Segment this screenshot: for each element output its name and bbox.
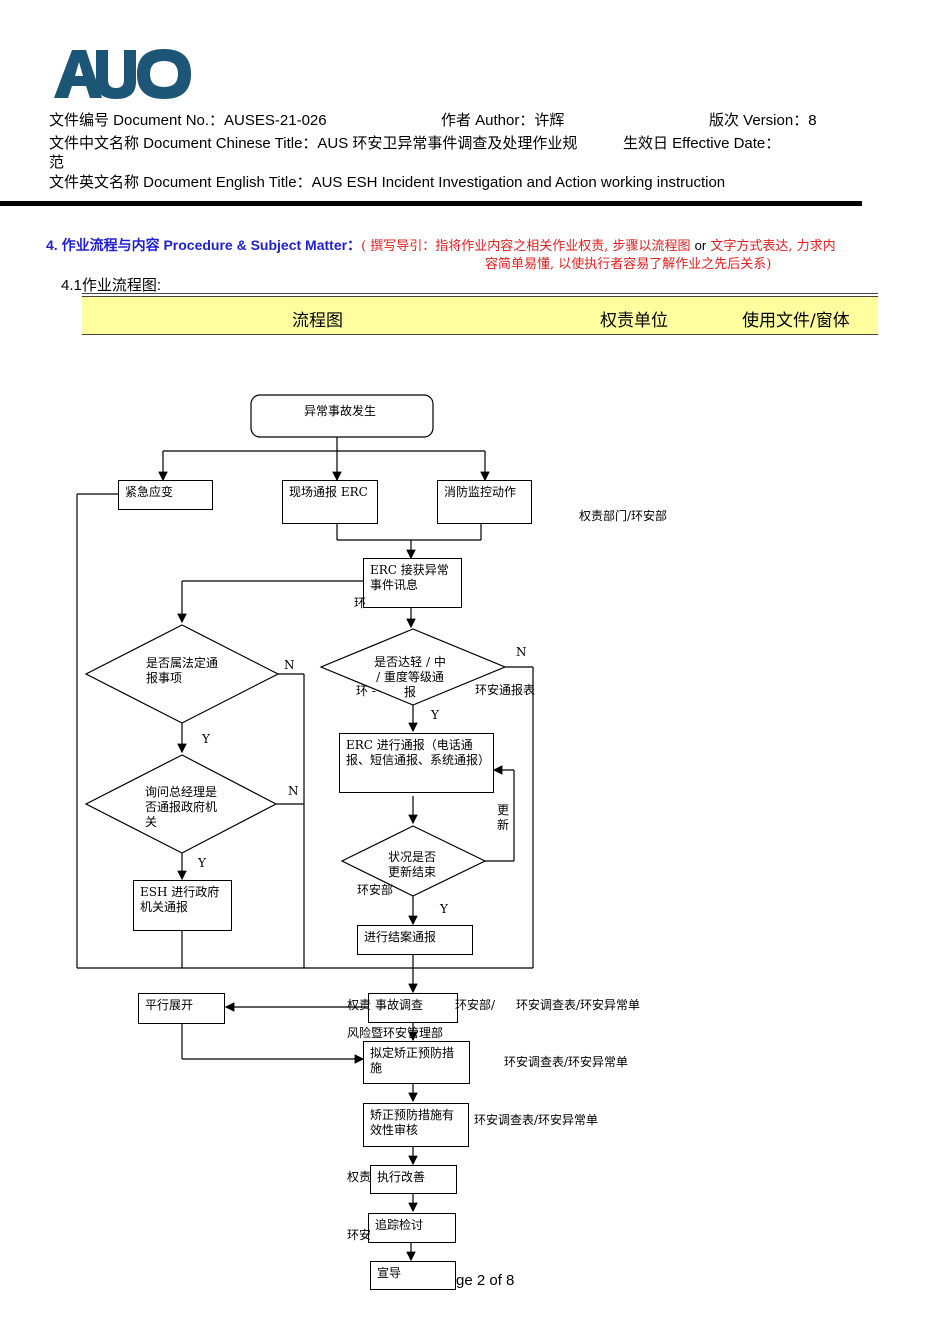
- dept-env-label: 环安部/: [455, 998, 496, 1012]
- flow-erc-notify: ERC 进行通报（电话通报、短信通报、系统通报）: [339, 733, 494, 793]
- flow-parallel: 平行展开: [138, 993, 225, 1024]
- flow-promote: 宣导: [370, 1261, 456, 1290]
- auo-logo: [54, 49, 191, 99]
- chinese-title-cont: 范: [49, 154, 65, 171]
- env-fragment-2: 环安: [347, 1228, 372, 1242]
- flow-track: 追踪检讨: [368, 1213, 456, 1243]
- subsection-title: 4.1作业流程图:: [61, 277, 162, 294]
- gm-yes-label: Y: [198, 856, 206, 870]
- writing-guide: ( 撰写导引：指将作业内容之相关作业权责, 步骤以流程图 or 文字方式表达, …: [361, 238, 836, 254]
- flow-review: 矫正预防措施有效性审核: [363, 1103, 469, 1147]
- col-flowchart: 流程图: [292, 311, 343, 331]
- gm-no-label: N: [288, 784, 299, 798]
- resp-fragment-2: 权责: [347, 1170, 372, 1184]
- flow-esh-gov-notify: ESH 进行政府机关通报: [133, 880, 232, 931]
- flow-execute: 执行改善: [370, 1165, 457, 1194]
- section-title: 4. 作业流程与内容 Procedure & Subject Matter：: [46, 237, 362, 253]
- status-yes-label: Y: [440, 902, 448, 916]
- col-documents: 使用文件/窗体: [742, 311, 850, 331]
- env-fragment-1: 环: [354, 596, 367, 610]
- author: 作者 Author：许辉: [441, 112, 565, 129]
- level-yes-label: Y: [431, 708, 439, 722]
- update-label: 更新: [497, 803, 510, 832]
- header-rule: [0, 201, 862, 206]
- guide-part-b: or: [694, 238, 707, 253]
- flow-legal-question: 是否属法定通报事项: [146, 656, 219, 685]
- env-report-form: 环安通报表: [475, 683, 536, 697]
- resp-fragment-1: 权责: [347, 998, 372, 1012]
- risk-env-label: 风险暨环安管理部: [347, 1026, 444, 1040]
- legal-no-label: N: [284, 658, 295, 672]
- flow-start: 异常事故发生: [304, 404, 377, 418]
- flow-close-notify: 进行结案通报: [357, 925, 473, 955]
- section-heading: 4. 作业流程与内容 Procedure & Subject Matter：( …: [46, 235, 836, 255]
- review-forms: 环安调查表/环安异常单: [474, 1113, 599, 1127]
- version: 版次 Version：8: [709, 112, 817, 129]
- table-top-rule: [82, 293, 878, 294]
- flow-onsite-report: 现场通报 ERC: [282, 480, 378, 524]
- investigation-forms: 环安调查表/环安异常单: [516, 998, 641, 1012]
- flow-erc-receive: ERC 接获异常事件讯息: [363, 558, 462, 608]
- plan-forms: 环安调查表/环安异常单: [504, 1055, 629, 1069]
- english-title: 文件英文名称 Document English Title：AUS ESH In…: [49, 174, 726, 191]
- env-short-label: 环安部: [357, 883, 394, 897]
- flow-fire-monitor: 消防监控动作: [437, 480, 532, 524]
- legal-yes-label: Y: [202, 732, 210, 746]
- flow-table-header: 流程图 权责单位 使用文件/窗体: [82, 296, 878, 335]
- resp-dept-label: 权责部门/环安部: [579, 509, 668, 523]
- flow-status-question: 状况是否更新结束: [388, 850, 437, 879]
- level-fragment: 环 -: [356, 684, 376, 698]
- level-no-label: N: [516, 645, 527, 659]
- flow-investigation: 事故调查: [368, 993, 458, 1023]
- writing-guide-line2: 容简单易懂, 以使执行者容易了解作业之先后关系): [485, 257, 772, 272]
- col-responsible: 权责单位: [600, 311, 668, 331]
- flow-level-question: 是否达轻 / 中 / 重度等级通报: [374, 655, 446, 699]
- page-number: ge 2 of 8: [456, 1272, 515, 1289]
- flow-emergency: 紧急应变: [118, 480, 213, 510]
- document-number: 文件编号 Document No.：AUSES-21-026: [49, 112, 327, 129]
- flow-plan-actions: 拟定矫正预防措施: [363, 1041, 470, 1084]
- effective-date: 生效日 Effective Date：: [623, 135, 781, 152]
- guide-part-c: 文字方式表达, 力求内: [706, 239, 836, 254]
- guide-part-a: ( 撰写导引：指将作业内容之相关作业权责, 步骤以流程图: [361, 239, 695, 254]
- flow-gm-question: 询问总经理是否通报政府机关: [145, 785, 218, 829]
- chinese-title: 文件中文名称 Document Chinese Title：AUS 环安卫异常事…: [49, 135, 578, 152]
